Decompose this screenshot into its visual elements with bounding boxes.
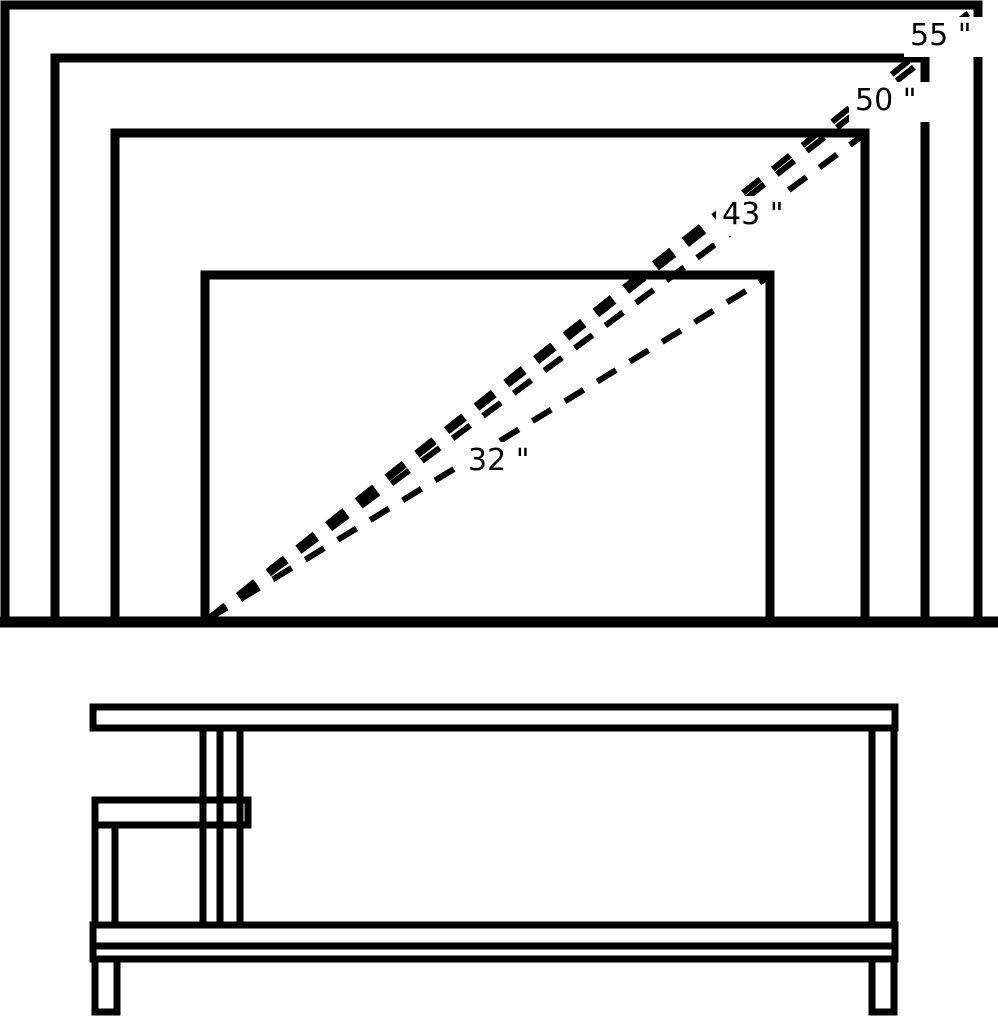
diagonal-label-backdrops <box>462 17 990 482</box>
stand-leg-right <box>868 955 898 1016</box>
screen-size-label-32: 32 " <box>468 443 530 478</box>
diagonal-line-43 <box>206 133 864 622</box>
tv-stand-elevation-group <box>89 703 899 1016</box>
diagonal-line-55 <box>206 5 977 622</box>
screen-size-label-43: 43 " <box>722 197 784 232</box>
stand-top-shelf <box>89 703 899 732</box>
stand-leg-left <box>91 955 121 1016</box>
screen-size-label-55: 55 " <box>910 18 972 53</box>
screen-size-label-50: 50 " <box>855 83 917 118</box>
diagonal-line-32 <box>206 275 769 622</box>
stand-mid-bracket-shelf <box>91 796 252 829</box>
screen-diagonals-group <box>206 5 977 622</box>
stand-right-side-panel <box>868 724 898 929</box>
stand-base-rail <box>89 942 899 963</box>
